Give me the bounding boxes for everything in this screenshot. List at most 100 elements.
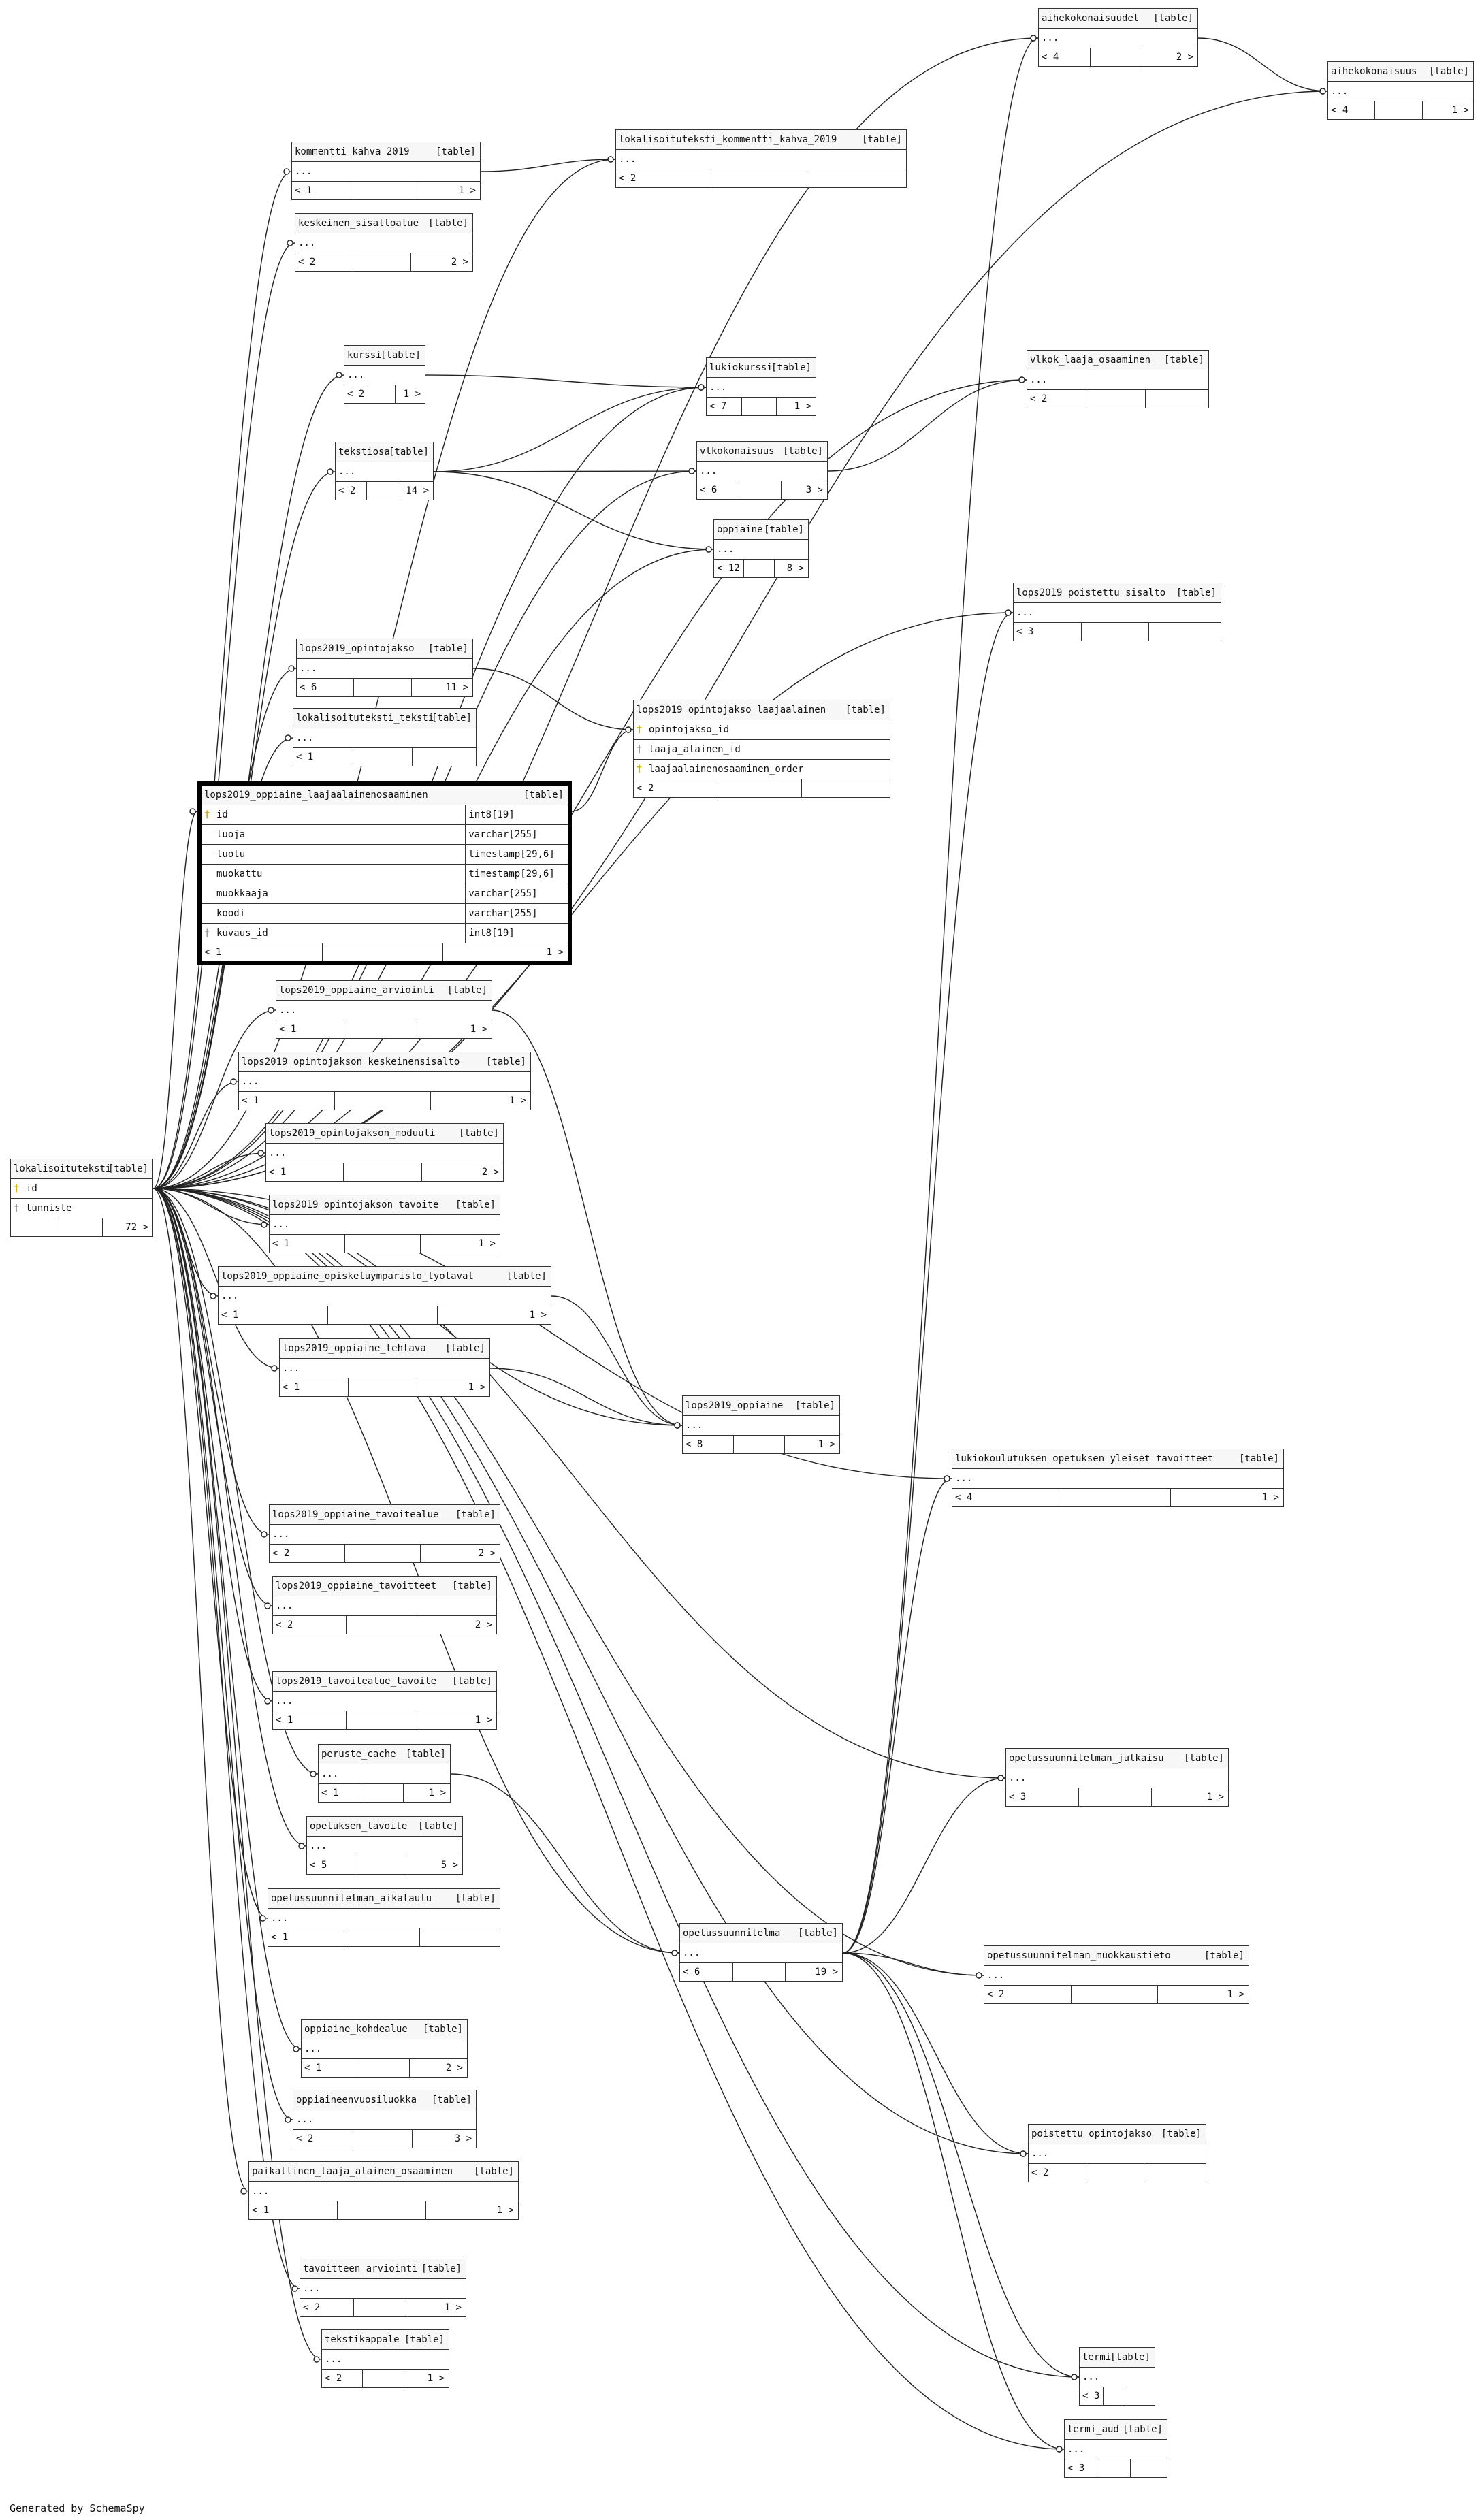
relationship-edge xyxy=(827,379,1027,472)
column-name: muokkaaja xyxy=(216,888,268,899)
table-tag: [table] xyxy=(763,524,804,535)
table-header: kurssi[table] xyxy=(344,346,425,366)
children-count: 1 > xyxy=(546,947,564,958)
table-lops2019_opintojakson_keskeinensisalto[interactable]: lops2019_opintojakson_keskeinensisalto[t… xyxy=(238,1052,531,1110)
table-header: aihekokonaisuudet[table] xyxy=(1039,9,1197,29)
crowfoot-marker xyxy=(285,2116,291,2123)
table-lokalisoituteksti_kommentti_kahva_2019[interactable]: lokalisoituteksti_kommentti_kahva_2019[t… xyxy=(615,129,907,188)
table-lops2019_tavoitealue_tavoite[interactable]: lops2019_tavoitealue_tavoite[table]...< … xyxy=(272,1671,497,1730)
column-name: ... xyxy=(300,663,317,674)
collapsed-columns-row: ... xyxy=(297,659,472,679)
rows-count xyxy=(335,1092,431,1110)
table-vlkok_laaja_osaaminen[interactable]: vlkok_laaja_osaaminen[table]...< 2 xyxy=(1027,350,1209,408)
table-opetussuunnitelman_aikataulu[interactable]: opetussuunnitelman_aikataulu[table]...< … xyxy=(268,1888,500,1947)
crowfoot-marker xyxy=(671,1950,678,1956)
table-termi_aud[interactable]: termi_aud[table]...< 3 xyxy=(1064,2419,1167,2478)
table-tag: [table] xyxy=(431,2095,472,2105)
table-header: lops2019_opintojakso[table] xyxy=(297,639,472,659)
table-lops2019_oppiaine_tavoitealue[interactable]: lops2019_oppiaine_tavoitealue[table]...<… xyxy=(269,1504,500,1563)
table-header: paikallinen_laaja_alainen_osaaminen[tabl… xyxy=(249,2162,518,2182)
table-lops2019_oppiaine_laajaalainenosaaminen[interactable]: lops2019_oppiaine_laajaalainenosaaminen[… xyxy=(197,781,572,965)
relationship-counts: < 2 xyxy=(616,169,906,187)
table-opetussuunnitelman_julkaisu[interactable]: opetussuunnitelman_julkaisu[table]...< 3… xyxy=(1005,1748,1229,1807)
table-lops2019_poistettu_sisalto[interactable]: lops2019_poistettu_sisalto[table]...< 3 xyxy=(1013,583,1221,641)
children-count: 8 > xyxy=(786,563,804,574)
collapsed-columns-row: ... xyxy=(319,1764,450,1784)
parents-count: < 2 xyxy=(1029,2164,1086,2182)
children-count: 3 > xyxy=(805,485,823,496)
table-paikallinen_laaja_alainen_osaaminen[interactable]: paikallinen_laaja_alainen_osaaminen[tabl… xyxy=(248,2161,519,2220)
crowfoot-marker xyxy=(264,1698,271,1705)
foreign-key-icon: † xyxy=(637,744,643,755)
column-name: kuvaus_id xyxy=(216,928,268,939)
parents-count: < 1 xyxy=(268,1928,344,1946)
table-name: lukiokoulutuksen_opetuksen_yleiset_tavoi… xyxy=(955,1453,1214,1464)
table-name: lops2019_oppiaine_tehtava xyxy=(283,1343,426,1354)
table-tag: [table] xyxy=(485,1056,526,1067)
crowfoot-marker xyxy=(327,468,334,475)
table-tag: [table] xyxy=(861,134,902,145)
table-tag: [table] xyxy=(404,2334,445,2345)
table-tag: [table] xyxy=(458,1128,499,1139)
column-name: ... xyxy=(321,1768,339,1779)
table-lops2019_opintojakson_moduuli[interactable]: lops2019_opintojakson_moduuli[table]...<… xyxy=(265,1123,504,1182)
column-name: ... xyxy=(1042,33,1059,44)
rows-count xyxy=(57,1218,103,1236)
table-header: vlkok_laaja_osaaminen[table] xyxy=(1027,351,1208,370)
children-count xyxy=(1149,623,1221,641)
table-lops2019_oppiaine_opiskeluymparisto_tyotavat[interactable]: lops2019_oppiaine_opiskeluymparisto_tyot… xyxy=(218,1266,551,1325)
table-lops2019_oppiaine_arviointi[interactable]: lops2019_oppiaine_arviointi[table]...< 1… xyxy=(276,980,492,1039)
crowfoot-marker xyxy=(291,2285,298,2292)
column-name: ... xyxy=(296,732,314,743)
table-name: lops2019_opintojakson_moduuli xyxy=(269,1128,436,1139)
children-count: 1 > xyxy=(444,2302,462,2313)
table-opetussuunnitelman_muokkaustieto[interactable]: opetussuunnitelman_muokkaustieto[table].… xyxy=(984,1945,1249,2004)
parents-count: < 2 xyxy=(295,253,353,271)
table-name: opetussuunnitelma xyxy=(683,1928,781,1939)
table-name: opetussuunnitelman_muokkaustieto xyxy=(987,1950,1171,1961)
table-lukiokoulutuksen_opetuksen_yleiset_tavoitteet[interactable]: lukiokoulutuksen_opetuksen_yleiset_tavoi… xyxy=(952,1449,1284,1507)
table-lokalisoituteksti_teksti[interactable]: lokalisoituteksti_teksti[table]...< 1 xyxy=(293,708,477,766)
table-lops2019_opintojakso_laajaalainen[interactable]: lops2019_opintojakso_laajaalainen[table]… xyxy=(633,700,890,798)
crowfoot-marker xyxy=(625,726,632,733)
relationship-edge xyxy=(152,1188,273,1702)
table-lops2019_opintojakson_tavoite[interactable]: lops2019_opintojakson_tavoite[table]...<… xyxy=(269,1195,500,1253)
table-lops2019_oppiaine_tavoitteet[interactable]: lops2019_oppiaine_tavoitteet[table]...< … xyxy=(272,1576,497,1634)
table-termi[interactable]: termi[table]...< 3 xyxy=(1079,2347,1155,2406)
column-name: ... xyxy=(269,1148,287,1159)
crowfoot-marker xyxy=(240,2188,247,2195)
parents-count: < 2 xyxy=(634,779,718,797)
table-tag: [table] xyxy=(451,1581,492,1592)
table-name: kommentti_kahva_2019 xyxy=(295,146,410,157)
table-header: lukiokurssi[table] xyxy=(707,358,816,378)
table-poistettu_opintojakso[interactable]: poistettu_opintojakso[table]...< 2 xyxy=(1028,2124,1206,2182)
rows-count xyxy=(347,1711,420,1729)
relationship-edge xyxy=(842,1478,952,1954)
table-tag: [table] xyxy=(455,1893,496,1904)
crowfoot-marker xyxy=(976,1972,982,1979)
table-header: opetuksen_tavoite[table] xyxy=(307,1817,462,1837)
